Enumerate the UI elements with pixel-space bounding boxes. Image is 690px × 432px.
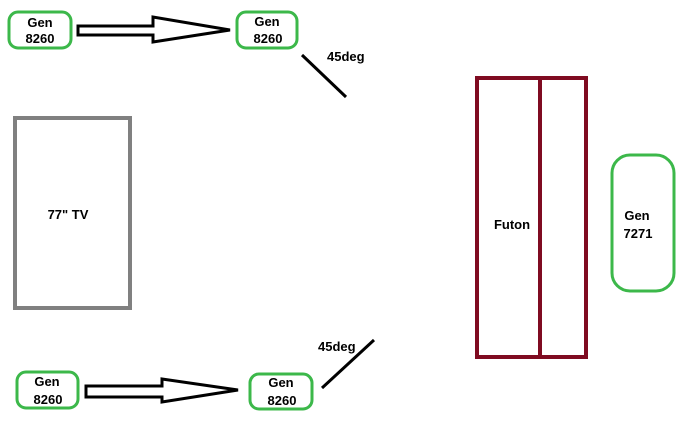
speaker-rear-outline (610, 153, 676, 293)
speaker-rear: Gen 7271 (610, 153, 676, 293)
speaker-top-left-outline (7, 10, 73, 50)
speaker-bottom-right-line1: Gen (268, 375, 293, 390)
speaker-bottom-left-line1: Gen (34, 374, 59, 389)
top-angle-line (300, 53, 348, 99)
bottom-angle-label: 45deg (318, 339, 356, 354)
tv: 77" TV (13, 116, 132, 310)
speaker-top-right-line2: 8260 (254, 31, 283, 46)
speaker-top-left-line1: Gen (27, 15, 52, 30)
speaker-bottom-right: Gen 8260 (248, 372, 314, 411)
speaker-bottom-right-line2: 8260 (268, 393, 297, 408)
speaker-top-right-outline (235, 10, 299, 50)
bottom-angle-line (320, 338, 376, 390)
futon: Futon (475, 76, 588, 359)
futon-outline (475, 76, 588, 359)
speaker-top-left: Gen 8260 (7, 10, 73, 50)
speaker-top-right-line1: Gen (254, 14, 279, 29)
tv-outline (13, 116, 132, 310)
bottom-arrow (84, 377, 239, 404)
speaker-top-left-line2: 8260 (26, 31, 55, 46)
speaker-bottom-left-line2: 8260 (34, 392, 63, 407)
speaker-bottom-right-outline (248, 372, 314, 411)
speaker-rear-line1: Gen (624, 208, 649, 223)
top-angle-label: 45deg (327, 49, 365, 64)
top-arrow (76, 15, 231, 44)
speaker-bottom-left: Gen 8260 (15, 370, 80, 410)
speaker-rear-line2: 7271 (624, 226, 653, 241)
futon-label: Futon (494, 217, 530, 232)
speaker-top-right: Gen 8260 (235, 10, 299, 50)
speaker-bottom-left-outline (15, 370, 80, 410)
tv-label: 77" TV (48, 207, 89, 222)
